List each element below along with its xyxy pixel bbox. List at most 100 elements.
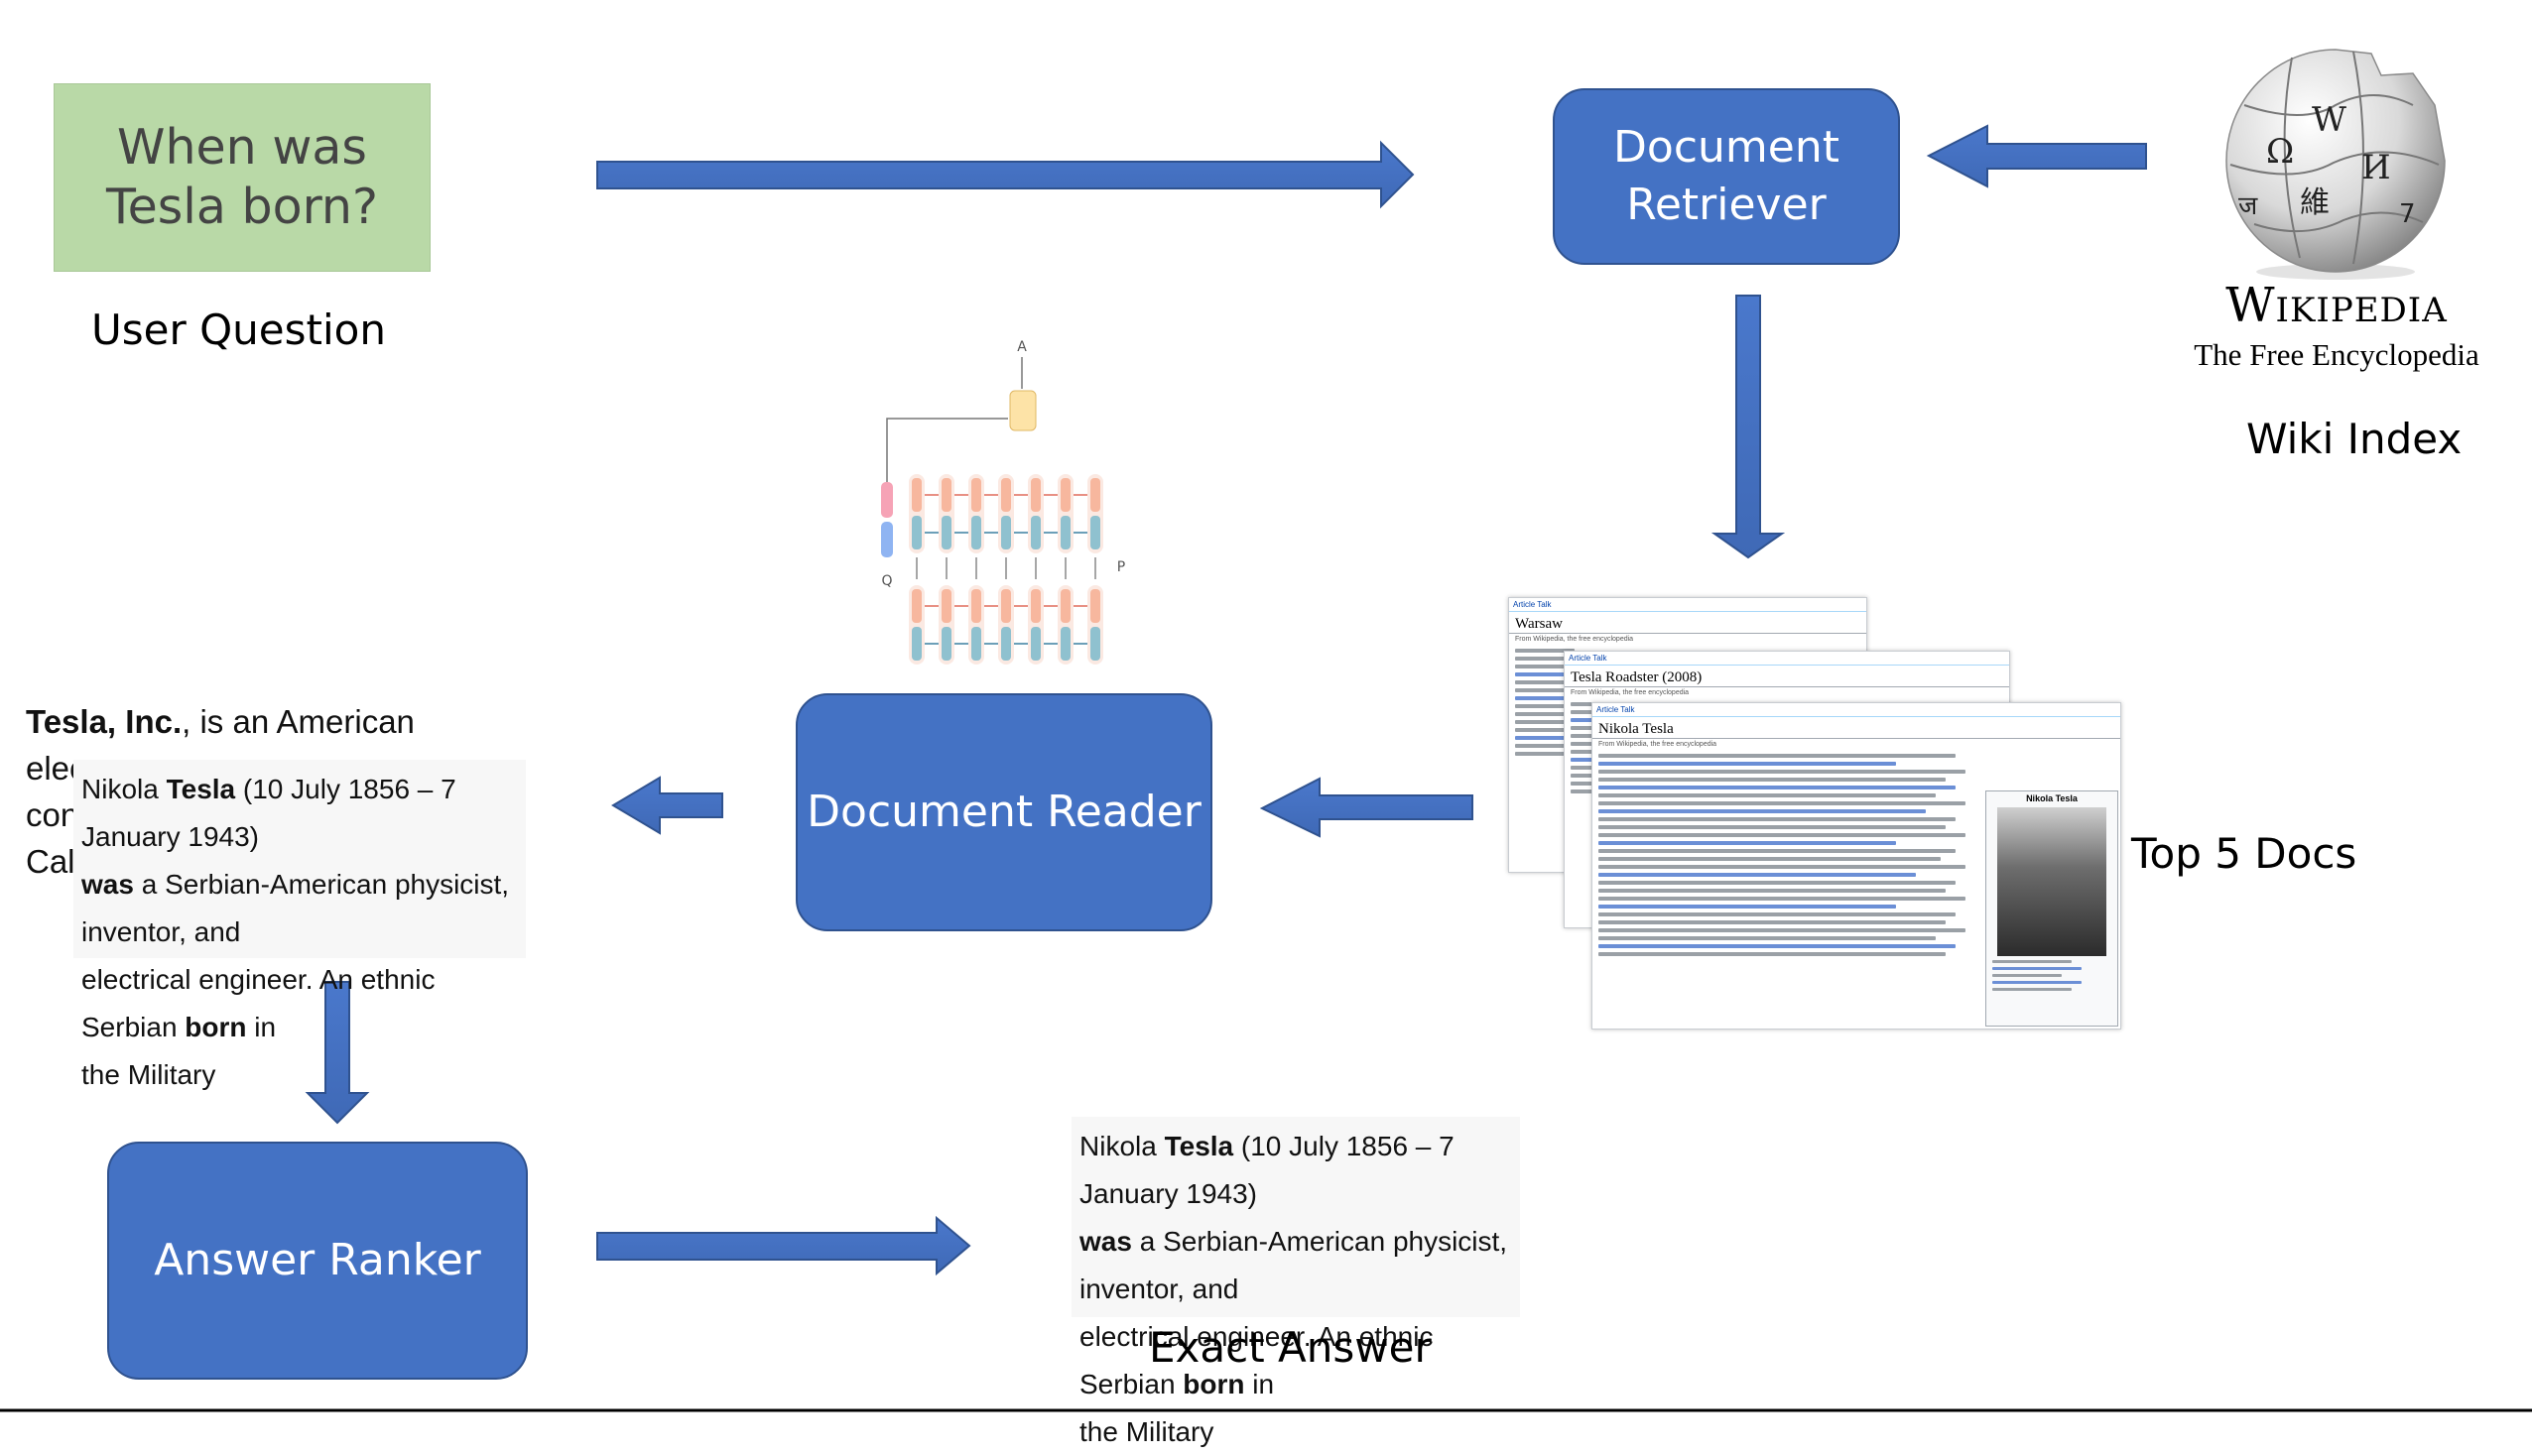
doc-tabs: Article Talk xyxy=(1565,652,2009,666)
svg-text:Ω: Ω xyxy=(2266,132,2294,172)
top-docs-caption: Top 5 Docs xyxy=(2131,829,2357,878)
arrows-layer xyxy=(0,124,2532,1412)
model-forward-cell xyxy=(1031,478,1041,512)
arrow-retriever-to-docs xyxy=(1710,295,1786,559)
doc-tabs: Article Talk xyxy=(1592,703,2120,717)
model-forward-cell xyxy=(1061,478,1071,512)
doc-subtitle: From Wikipedia, the free encyclopedia xyxy=(1598,741,1717,748)
answer-text: (10 July 1856 – 7 January 1943) xyxy=(1079,1131,1455,1209)
model-answer-label: A xyxy=(1017,339,1027,355)
answer-text: Nikola xyxy=(1079,1131,1165,1161)
answer-bold: born xyxy=(1183,1369,1245,1399)
doc-tabs: Article Talk xyxy=(1509,598,1866,612)
model-backward-cell xyxy=(942,516,951,549)
exact-answer-snippet: Nikola Tesla (10 July 1856 – 7 January 1… xyxy=(1072,1117,1520,1447)
user-question-caption: User Question xyxy=(91,305,386,354)
answer-text: the Military xyxy=(1079,1416,1214,1447)
doc-title: Tesla Roadster (2008) xyxy=(1565,666,2009,687)
answer-bold: was xyxy=(1079,1226,1132,1257)
arrow-question-to-retriever xyxy=(596,140,1415,209)
candidate-snippet-tesla-inc: Tesla, Inc., is an American elec con Cal xyxy=(26,698,462,885)
svg-text:維: 維 xyxy=(2300,185,2330,220)
model-backward-cell xyxy=(1031,516,1041,549)
doc-card-nikola-tesla: Article Talk Nikola Tesla From Wikipedia… xyxy=(1591,702,2121,1030)
document-reader-box: Document Reader xyxy=(796,693,1212,931)
arrow-reader-to-output xyxy=(611,776,723,835)
model-backward-cell xyxy=(1001,516,1011,549)
model-passage-label: P xyxy=(1117,559,1125,575)
model-backward-cell xyxy=(912,627,922,661)
model-forward-cell xyxy=(1090,589,1100,623)
snippet-bold: born xyxy=(185,1012,247,1042)
snippet-bold: Tesla xyxy=(166,774,236,804)
model-output-cell xyxy=(1009,390,1037,431)
question-line-1: When was xyxy=(117,119,367,176)
arrow-docs-to-reader xyxy=(1259,777,1473,838)
doc-infobox: Nikola Tesla xyxy=(1985,790,2118,1027)
arrow-ranker-to-answer xyxy=(596,1215,971,1276)
snippet-text: (10 July 1856 – 7 January 1943) xyxy=(81,774,456,852)
snippet-line-3: con xyxy=(26,796,79,833)
model-backward-cell xyxy=(971,627,981,661)
infobox-title: Nikola Tesla xyxy=(2026,793,2078,803)
model-backward-cell xyxy=(1090,516,1100,549)
tesla-portrait xyxy=(1997,807,2106,956)
doc-title: Warsaw xyxy=(1509,612,1866,634)
model-forward-cell xyxy=(1090,478,1100,512)
snippet-text: in xyxy=(246,1012,277,1042)
model-forward-cell xyxy=(1061,589,1071,623)
answer-text: electrical engineer. An ethnic Serbian xyxy=(1079,1321,1434,1399)
model-backward-cell xyxy=(971,516,981,549)
svg-text:7: 7 xyxy=(2399,199,2416,229)
model-backward-cell xyxy=(942,627,951,661)
snippet-line-4: Cal xyxy=(26,843,75,880)
model-backward-cell xyxy=(1031,627,1041,661)
svg-text:ज: ज xyxy=(2238,191,2258,221)
snippet-bold-subject: Tesla, Inc. xyxy=(26,703,183,740)
model-forward-cell xyxy=(1001,589,1011,623)
document-reader-label: Document Reader xyxy=(807,787,1202,837)
snippet-text: the Military xyxy=(81,1059,216,1090)
question-line-2: Tesla born? xyxy=(106,179,378,235)
model-question-label: Q xyxy=(881,573,892,589)
model-backward-cell xyxy=(1061,627,1071,661)
reader-model-diagram: A Q P xyxy=(881,339,1125,665)
model-question-cell-top xyxy=(881,482,893,518)
model-forward-cell xyxy=(1031,589,1041,623)
retriever-line-1: Document xyxy=(1613,122,1839,173)
snippet-text: , is an American xyxy=(182,703,415,740)
retriever-line-2: Retriever xyxy=(1626,180,1827,230)
doc-subtitle: From Wikipedia, the free encyclopedia xyxy=(1515,636,1634,643)
snippet-text: electrical engineer. An ethnic Serbian xyxy=(81,964,436,1042)
model-backward-cell xyxy=(912,516,922,549)
model-forward-cell xyxy=(942,589,951,623)
answer-bold: Tesla xyxy=(1164,1131,1234,1161)
model-question-cell-bottom xyxy=(881,522,893,557)
model-forward-cell xyxy=(1001,478,1011,512)
model-forward-cell xyxy=(971,478,981,512)
doc-subtitle: From Wikipedia, the free encyclopedia xyxy=(1571,689,1690,696)
model-question-connector xyxy=(886,418,1008,482)
answer-ranker-box: Answer Ranker xyxy=(107,1142,528,1380)
svg-text:И: И xyxy=(2361,148,2391,187)
model-backward-cell xyxy=(1001,627,1011,661)
doc-title: Nikola Tesla xyxy=(1592,717,2120,739)
snippet-text: a Serbian-American physicist, inventor, … xyxy=(81,869,510,947)
answer-text: a Serbian-American physicist, inventor, … xyxy=(1079,1226,1508,1304)
wikipedia-globe-icon: Ω W И 維 ज 7 xyxy=(2225,49,2446,280)
wikipedia-tagline: The Free Encyclopedia xyxy=(2194,337,2479,372)
wikipedia-wordmark: Wikipedia xyxy=(2225,278,2448,333)
snippet-bold: was xyxy=(81,869,134,900)
model-backward-cell xyxy=(1061,516,1071,549)
answer-text: in xyxy=(1244,1369,1275,1399)
model-forward-cell xyxy=(912,589,922,623)
candidate-snippet-nikola-tesla: Nikola Tesla (10 July 1856 – 7 January 1… xyxy=(73,760,526,1090)
wiki-index-caption: Wiki Index xyxy=(2246,415,2463,463)
snippet-text: Nikola xyxy=(81,774,167,804)
exact-answer-caption: Exact Answer xyxy=(1149,1323,1432,1372)
model-forward-cell xyxy=(942,478,951,512)
arrow-wiki-to-retriever xyxy=(1926,124,2147,188)
